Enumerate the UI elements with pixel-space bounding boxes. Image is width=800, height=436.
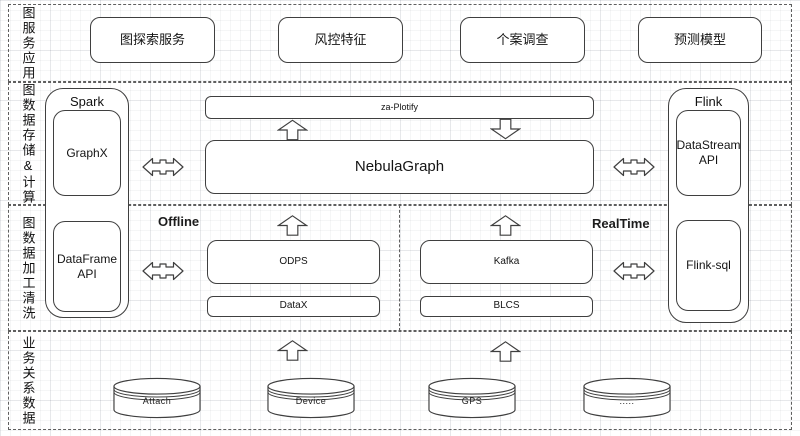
offline-realtime-divider	[399, 205, 400, 331]
datastore-attach: Attach	[113, 377, 201, 419]
arrow-up-sources-to-realtime-icon	[490, 340, 521, 363]
datastore-gps: GPS	[428, 377, 516, 419]
datastore-label: .....	[619, 396, 635, 406]
node-case-investigation: 个案调查	[460, 17, 585, 63]
arrow-up-kafka-to-nebula-icon	[490, 214, 521, 237]
layer-label-graph-storage-compute: 图数据存储&计算	[20, 82, 36, 205]
layer-label-graph-data-processing: 图数据加工清洗	[20, 215, 36, 321]
arrow-up-odps-to-nebula-icon	[277, 214, 308, 237]
layer-label-business-relation-data: 业务关系数据	[20, 335, 36, 426]
node-za-plotify: za-Plotify	[205, 96, 594, 119]
arrow-bidirectional-spark-nebula-icon	[142, 156, 184, 178]
arrow-bidirectional-dataframe-odps-icon	[142, 260, 184, 282]
layer-business-relation-data-frame	[8, 331, 792, 430]
node-dataframe-api: DataFrame API	[53, 221, 121, 312]
node-datastream-api: DataStream API	[676, 110, 741, 196]
realtime-region-label: RealTime	[592, 216, 650, 231]
node-flink-sql: Flink-sql	[676, 220, 741, 311]
cylinder-icon	[583, 377, 671, 419]
flink-label: Flink	[694, 94, 723, 109]
node-kafka: Kafka	[420, 240, 593, 284]
arrow-up-nebula-to-plotify-icon	[277, 119, 308, 141]
node-datax: DataX	[207, 296, 380, 317]
layer-graph-service-apps-frame	[8, 4, 792, 82]
datastore-more: .....	[583, 377, 671, 419]
arrow-up-sources-to-offline-icon	[277, 339, 308, 362]
node-graph-exploration-service: 图探索服务	[90, 17, 215, 63]
offline-region-label: Offline	[158, 214, 200, 229]
node-graphx: GraphX	[53, 110, 121, 196]
datastore-label: Device	[295, 396, 327, 406]
node-risk-control-features: 风控特征	[278, 17, 403, 63]
layer-label-graph-service-apps: 图服务应用	[20, 5, 36, 81]
layer-graph-storage-compute-frame	[8, 82, 792, 205]
datastore-label: Attach	[142, 396, 172, 406]
node-blcs: BLCS	[420, 296, 593, 317]
cylinder-icon	[113, 377, 201, 419]
datastore-label: GPS	[461, 396, 483, 406]
cylinder-icon	[428, 377, 516, 419]
spark-label: Spark	[70, 94, 104, 109]
arrow-bidirectional-nebula-flink-icon	[613, 156, 655, 178]
datastore-device: Device	[267, 377, 355, 419]
arrow-down-plotify-to-nebula-icon	[490, 118, 521, 140]
node-nebulagraph: NebulaGraph	[205, 140, 594, 194]
cylinder-icon	[267, 377, 355, 419]
arrow-bidirectional-kafka-flinksql-icon	[613, 260, 655, 282]
node-prediction-model: 预测模型	[638, 17, 762, 63]
node-odps: ODPS	[207, 240, 380, 284]
layer-graph-data-processing-frame	[8, 205, 792, 331]
